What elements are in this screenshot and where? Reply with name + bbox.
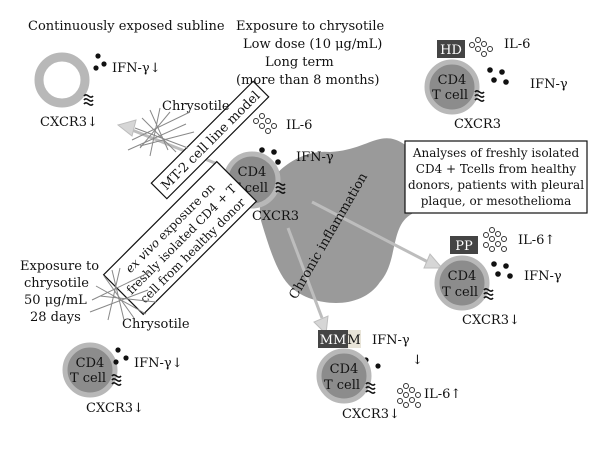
exposure-description: Exposure to chrysotile Low dose (10 μg/m… — [236, 19, 384, 88]
hd-badge-label: HD — [440, 43, 462, 58]
bottom-left-cxcr3-label: CXCR3↓ — [86, 401, 144, 416]
mm-badge-suffix-bg — [348, 330, 361, 348]
left-chrysotile-label: Chrysotile — [122, 317, 190, 332]
mm-badge-suffix: M — [347, 333, 360, 348]
pp-ifn-label: IFN-γ — [524, 269, 562, 284]
center-ifn-label: IFN-γ — [296, 150, 334, 165]
center-il6-cluster — [253, 113, 277, 134]
mm-badge — [318, 330, 348, 348]
mm-il6-label: IL-6↑ — [424, 387, 461, 402]
analysis-line-3: donors, patients with pleural — [408, 178, 584, 192]
bottom-left-ifn-label: IFN-γ↓ — [134, 356, 183, 371]
hd-badge — [437, 40, 465, 58]
mm-cell-line-2: T cell — [324, 378, 360, 393]
subline-ifn-dots — [93, 53, 107, 71]
mm-ifn-arrow: ↓ — [412, 353, 423, 368]
pp-cell — [434, 255, 490, 311]
arrow-to-mm — [286, 227, 324, 319]
hd-cell-line-1: CD4 — [438, 73, 467, 88]
hd-il6-cluster — [469, 37, 493, 57]
pp-badge-label: PP — [455, 239, 473, 254]
bottom-left-cell-line-1: CD4 — [76, 356, 105, 371]
pp-il6-cluster — [483, 227, 507, 252]
subline-cxcr3-label: CXCR3↓ — [40, 115, 98, 130]
pp-cell-line-1: CD4 — [448, 269, 477, 284]
mm-cxcr3-label: CXCR3↓ — [342, 407, 400, 422]
subline-cell — [34, 52, 90, 108]
bottom-left-cell — [62, 342, 118, 398]
arrow-head-subline — [116, 119, 137, 137]
analysis-line-1: Analyses of freshly isolated — [412, 146, 580, 160]
mm-cell-line-1: CD4 — [330, 362, 359, 377]
hd-cell — [424, 59, 480, 115]
pp-badge — [450, 236, 478, 254]
mm-cell — [316, 348, 372, 404]
center-chrysotile-label: Chrysotile — [162, 99, 230, 114]
center-il6-label: IL-6 — [286, 118, 312, 133]
center-cell-line-1: CD4 — [238, 165, 267, 180]
bottom-left-ifn-dots — [113, 347, 129, 365]
subline-title: Continuously exposed subline — [28, 19, 225, 34]
arrow-to-pp — [311, 200, 429, 264]
hd-ifn-label: IFN-γ — [530, 77, 568, 92]
exposure-line-2: Low dose (10 μg/mL) — [243, 37, 382, 52]
center-cxcr3-label: CXCR3 — [252, 209, 299, 224]
mm-badge-label: MM — [320, 333, 347, 348]
pp-ifn-dots — [491, 261, 513, 279]
left-exposure-line-4: 28 days — [30, 310, 81, 325]
exposure-line-3: Long term — [265, 55, 334, 70]
exposure-line-1: Exposure to chrysotile — [236, 19, 384, 34]
arrow-head-mm — [313, 315, 329, 336]
mm-il6-cluster — [397, 383, 421, 408]
left-exposure-line-1: Exposure to — [20, 259, 99, 274]
subline-receptor-icon — [83, 94, 94, 106]
hd-cell-line-2: T cell — [432, 88, 468, 103]
left-chrysotile-fibers — [89, 267, 157, 321]
left-exposure-line-2: chrysotile — [24, 276, 89, 291]
analysis-line-4: plaque, or mesothelioma — [421, 194, 572, 208]
mm-ifn-label: IFN-γ — [372, 333, 410, 348]
hd-cxcr3-label: CXCR3 — [454, 117, 501, 132]
hd-ifn-dots — [487, 67, 509, 85]
pp-cell-line-2: T cell — [442, 285, 478, 300]
exposure-line-4: (more than 8 months) — [236, 73, 379, 88]
hd-il6-label: IL-6 — [504, 37, 530, 52]
arrow-head-pp — [423, 253, 444, 269]
pp-cxcr3-label: CXCR3↓ — [462, 313, 520, 328]
subline-ifn-label: IFN-γ↓ — [112, 61, 161, 76]
pp-il6-label: IL-6↑ — [518, 233, 555, 248]
center-chrysotile-fibers — [127, 107, 195, 157]
left-exposure: Exposure to chrysotile 50 μg/mL 28 days — [20, 259, 99, 325]
analysis-line-2: CD4 + Tcells from healthy — [416, 162, 577, 176]
left-exposure-line-3: 50 μg/mL — [24, 293, 87, 308]
bottom-left-cell-line-2: T cell — [70, 371, 106, 386]
analysis-box — [404, 140, 588, 214]
